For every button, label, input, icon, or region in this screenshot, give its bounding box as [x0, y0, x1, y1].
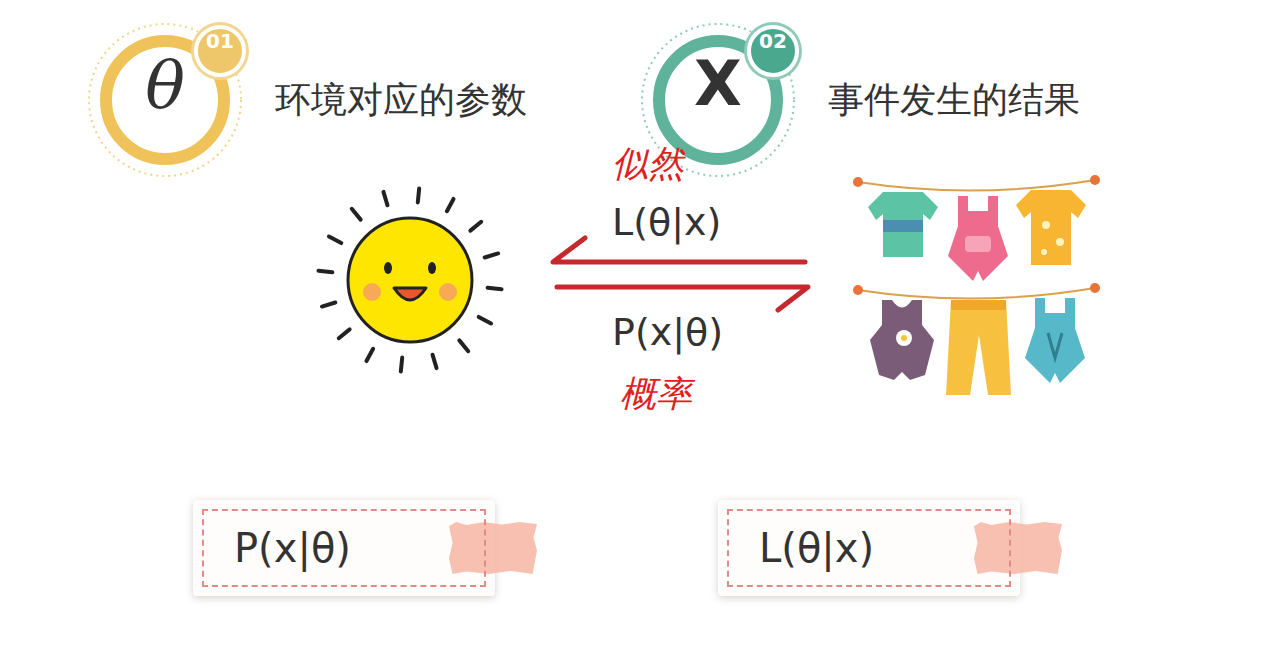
sun-ray	[366, 349, 373, 361]
likelihood-formula: L(θ|x)	[612, 200, 721, 244]
badge-number: 02	[747, 25, 799, 77]
likelihood-label: 似然	[612, 140, 684, 189]
formula-text: L(θ|x)	[727, 509, 1011, 587]
badge-text: 02	[751, 29, 795, 73]
badge-text: 01	[198, 29, 242, 73]
clothes	[853, 175, 1100, 395]
badge-number: 01	[194, 25, 246, 77]
sun-ray	[479, 317, 491, 324]
sun-ray	[322, 303, 335, 307]
formula-card: L(θ|x)	[718, 500, 1020, 596]
heading: 环境对应的参数	[275, 76, 527, 125]
sun-ray	[433, 355, 437, 368]
sun	[318, 188, 501, 371]
tape	[449, 522, 537, 574]
formula-card: P(x|θ)	[193, 500, 495, 596]
sun-ray	[329, 236, 341, 243]
formula-text: P(x|θ)	[202, 509, 486, 587]
sun-ray	[485, 253, 498, 257]
probability-formula: P(x|θ)	[612, 310, 723, 354]
heading: 事件发生的结果	[828, 76, 1080, 125]
sun-ray	[447, 199, 454, 211]
right-arrow	[557, 287, 808, 310]
parameter-circle: θ环境对应的参数01	[100, 35, 230, 165]
sun-ray	[352, 209, 361, 220]
sun-ray	[418, 188, 419, 202]
dotted-ring	[89, 24, 241, 176]
sun-ray	[339, 329, 350, 338]
sun-ray	[459, 340, 468, 351]
sun-ray	[470, 222, 481, 231]
sun-ray	[383, 192, 387, 205]
tape	[974, 522, 1062, 574]
sun-ray	[401, 358, 402, 372]
probability-label: 概率	[620, 370, 692, 419]
sun-ray	[318, 271, 332, 272]
sun-ray	[488, 288, 502, 289]
